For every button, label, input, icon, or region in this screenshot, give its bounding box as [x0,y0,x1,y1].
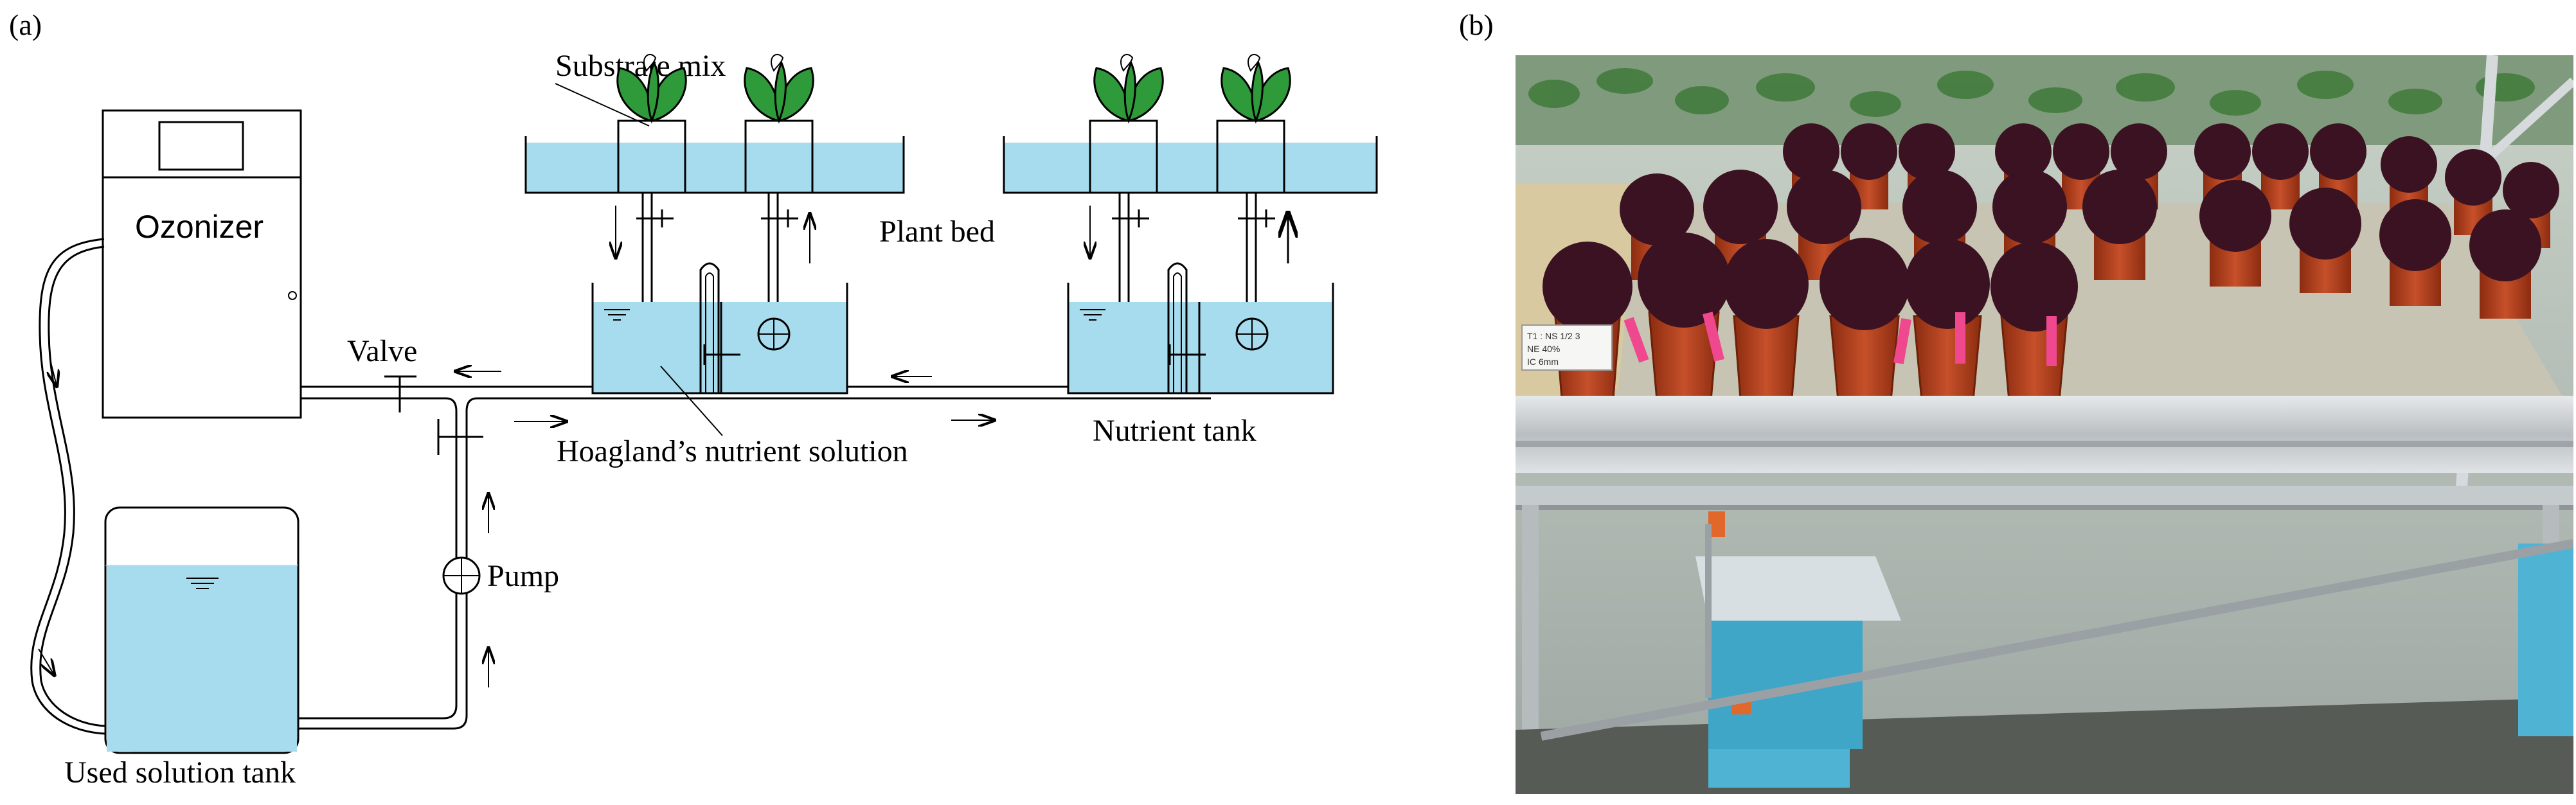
plant-bed-left: Substrate mix Plant bed [524,49,995,326]
pump-label: Pump [487,559,559,593]
substrate-label: Substrate mix [555,49,726,83]
greenhouse-photo-illustration: T1 : NS 1/2 3 NE 40% IC 6mm [1516,55,2573,794]
valve-label: Valve [347,334,417,368]
svg-text:NE 40%: NE 40% [1527,344,1560,354]
hydroponic-system-diagram: Ozonizer Used solution tank [30,49,1378,790]
nutrient-tank-label: Nutrient tank [1093,414,1257,448]
label-card: T1 : NS 1/2 3 NE 40% IC 6mm [1521,324,1613,371]
label-card-text: T1 : NS 1/2 3 [1527,331,1580,341]
plant-bed-right [1003,119,1378,326]
return-pipe: Pump [298,411,559,730]
plant-seedlings-left [616,53,814,124]
ozonizer-unit: Ozonizer [102,109,302,419]
ozone-hose [30,238,106,735]
blue-storage-bin [1695,544,2573,788]
ozonizer-label: Ozonizer [135,209,264,245]
plant-bed-label: Plant bed [879,215,995,249]
plant-seedlings-right [1093,53,1291,124]
hoagland-label: Hoagland’s nutrient solution [557,434,908,468]
greenhouse-photo: T1 : NS 1/2 3 NE 40% IC 6mm [1516,55,2573,794]
nutrient-tank-right: Nutrient tank [1067,262,1334,448]
panel-a-label: (a) [9,8,42,41]
svg-text:IC 6mm: IC 6mm [1527,357,1559,367]
used-tank-label: Used solution tank [64,756,296,790]
nutrient-tank-left: Hoagland’s nutrient solution [557,262,908,468]
panel-a-diagram: (a) Ozonizer Used solution tank [9,8,1378,790]
panel-b-label: (b) [1459,8,1494,41]
used-solution-tank: Used solution tank [64,506,300,790]
